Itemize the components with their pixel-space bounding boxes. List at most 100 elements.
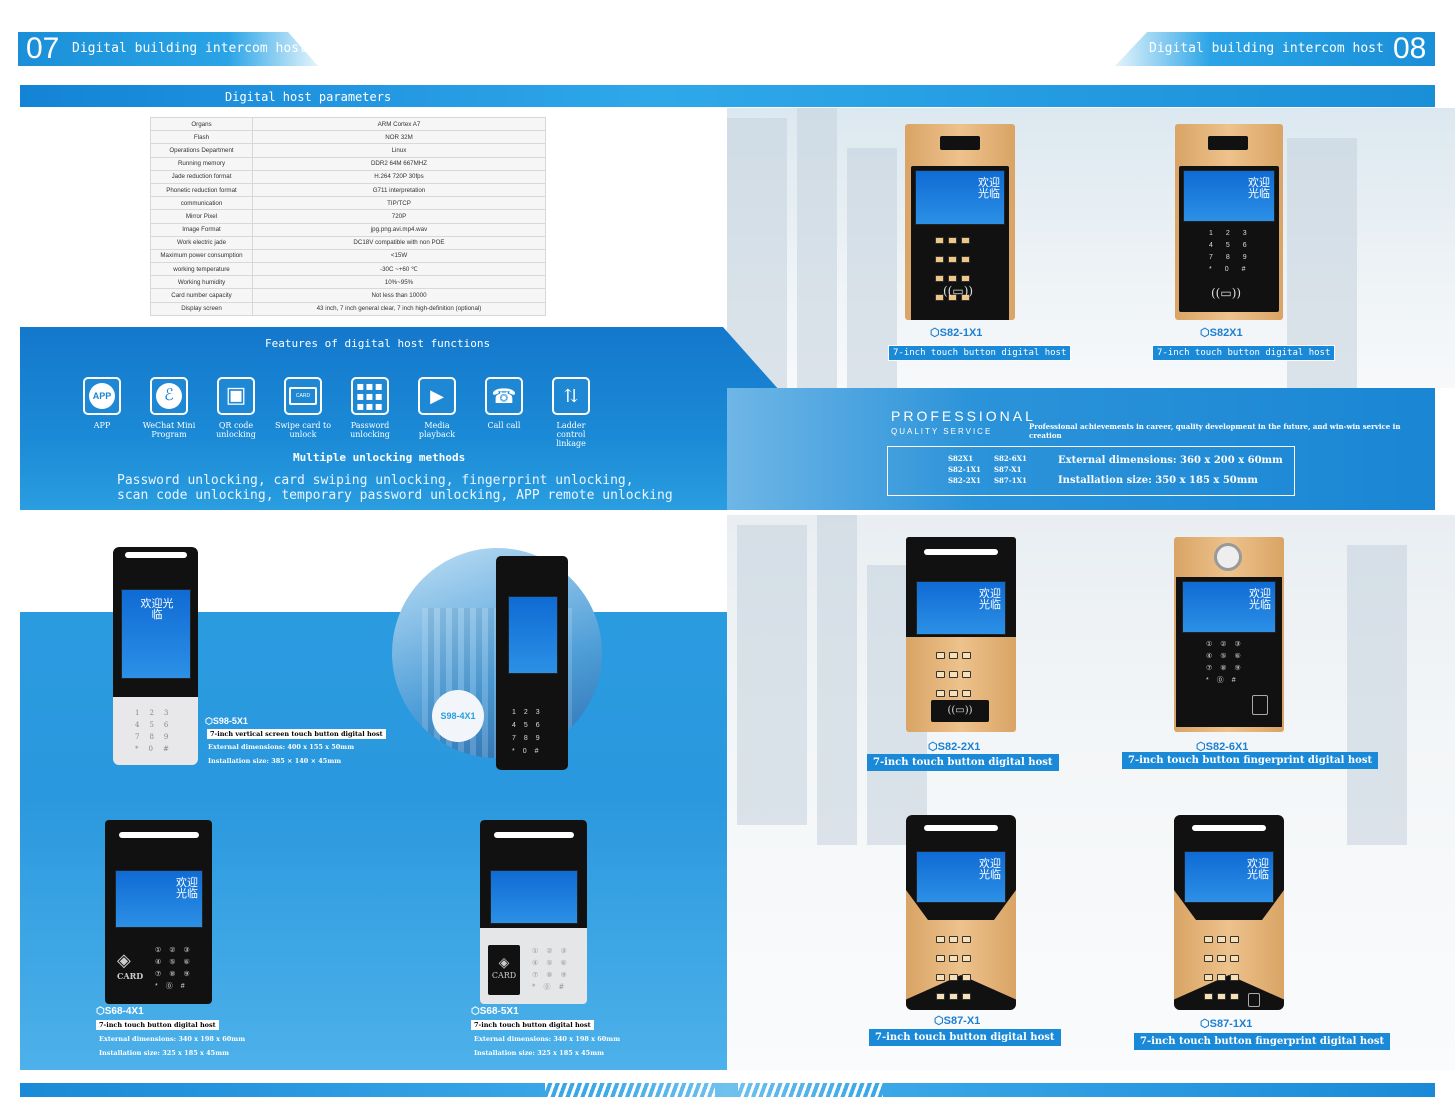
feature-item: ☎ Call call	[474, 377, 534, 448]
param-value: DDR2 64M 667MHZ	[252, 156, 546, 171]
card-icon: CARD	[284, 377, 322, 415]
qr-code-icon: ▣	[217, 377, 255, 415]
screen-welcome: 欢迎光临	[1247, 857, 1269, 881]
product-name-s87-1x1: ⬡S87-1X1	[1200, 1018, 1253, 1030]
param-key: Image Format	[150, 222, 253, 237]
param-value: H.264 720P 30fps	[252, 169, 546, 184]
param-key: Flash	[150, 130, 253, 145]
param-value: TIP/TCP	[252, 196, 546, 211]
param-key: Mirror Pixel	[150, 209, 253, 224]
methods-title: Multiple unlocking methods	[293, 451, 466, 464]
page-title-right: Digital building intercom host	[1149, 41, 1384, 56]
param-value: DC18V compatible with non POE	[252, 235, 546, 250]
screen-welcome: 欢迎光临	[979, 857, 1001, 881]
product-desc-s87-x1: 7-inch touch button digital host	[869, 1029, 1061, 1046]
param-value: 720P	[252, 209, 546, 224]
page-title-left: Digital building intercom host	[72, 41, 307, 56]
product-name-s98-4x1: S98-4X1	[432, 690, 484, 742]
page-number-right: 08	[1393, 32, 1427, 65]
param-value: jpg.png.avi.mp4.wav	[252, 222, 546, 237]
card-reader: ◈CARD	[488, 945, 520, 995]
features-title: Features of digital host functions	[265, 337, 491, 350]
param-value: 10%~95%	[252, 275, 546, 290]
param-key: Maximum power consumption	[150, 248, 253, 264]
fingerprint-reader	[1248, 993, 1260, 1007]
card-reader: ◈CARD	[117, 950, 144, 981]
section-band: Digital host parameters	[20, 85, 1435, 107]
professional-tagline: Professional achievements in career, qua…	[1029, 422, 1401, 440]
feature-label: Ladder control linkage	[556, 421, 586, 448]
fingerprint-reader	[1252, 695, 1268, 715]
product-name-s98-5x1: ⬡S98-5X1	[205, 716, 248, 726]
param-key: Work electric jade	[150, 235, 253, 250]
product-image-s82-1x1: 欢迎光临 ((▭))	[905, 124, 1015, 320]
product-desc-s82-1x1: 7-inch touch button digital host	[888, 345, 1072, 361]
param-key: Running memory	[150, 156, 253, 171]
product-desc-s82x1: 7-inch touch button digital host	[1152, 345, 1336, 361]
elevator-icon: ⇅	[552, 377, 590, 415]
product-desc-s68-4x1: 7-inch touch button digital host	[96, 1020, 219, 1030]
feature-label: Media playback	[418, 421, 456, 439]
wechat-mini-program-icon: ℰ	[150, 377, 188, 415]
phone-icon: ☎	[485, 377, 523, 415]
nfc-icon: ((▭))	[943, 284, 974, 298]
spec-external: External dimensions: 360 x 200 x 60mm	[1058, 455, 1283, 466]
nfc-icon: ((▭))	[931, 700, 989, 722]
play-icon: ▶	[418, 377, 456, 415]
model-code: S82X1	[948, 454, 974, 463]
product-inst-s68-4x1: Installation size: 325 x 185 x 45mm	[99, 1049, 229, 1057]
params-title: Digital host parameters	[225, 90, 392, 104]
feature-item: ℰ WeChat Mini Program	[139, 377, 199, 448]
feature-label: WeChat Mini Program	[142, 421, 196, 439]
feature-item: ▪▪▪▪▪▪▪▪▪Password unlocking	[340, 377, 400, 448]
model-code: S82-2X1	[948, 476, 981, 485]
screen-welcome: 欢迎光临	[140, 597, 174, 621]
params-row: Maximum power consumption<15W	[150, 248, 546, 264]
screen-welcome: 欢迎光临	[1249, 587, 1271, 611]
product-inst-s68-5x1: Installation size: 325 x 185 x 45mm	[474, 1049, 604, 1057]
model-code: S82-1X1	[948, 465, 981, 474]
model-code: S87-1X1	[994, 476, 1027, 485]
param-key: Card number capacity	[150, 288, 253, 303]
professional-subtitle: QUALITY SERVICE	[891, 427, 993, 436]
feature-label: APP	[93, 421, 111, 430]
product-name-s82x1: ⬡S82X1	[1200, 327, 1243, 339]
product-image-s82-2x1: 欢迎光临 ((▭))	[906, 537, 1016, 732]
param-value: G711 interpretation	[252, 182, 546, 198]
header-tab-right: Digital building intercom host 08	[1115, 32, 1435, 66]
product-image-s87-x1: 欢迎光临	[906, 815, 1016, 1010]
model-code: S82-6X1	[994, 454, 1027, 463]
footer-band	[20, 1083, 1435, 1097]
param-key: working temperature	[150, 262, 253, 277]
param-key: Operations Department	[150, 143, 253, 158]
param-value: ARM Cortex A7	[252, 116, 546, 132]
screen-welcome: 欢迎光临	[1248, 176, 1270, 200]
building-photo-bottom	[727, 515, 1455, 1070]
product-name-s68-4x1: ⬡S68-4X1	[96, 1006, 144, 1017]
professional-band: PROFESSIONAL QUALITY SERVICE Professiona…	[727, 388, 1435, 510]
screen-welcome: 欢迎光临	[176, 876, 198, 900]
feature-label: QR code unlocking	[216, 421, 256, 439]
building-photo-top	[727, 108, 1455, 388]
param-value: Not less than 10000	[252, 288, 546, 303]
model-code: S87-X1	[994, 465, 1022, 474]
product-ext-s68-5x1: External dimensions: 340 x 198 x 60mm	[474, 1035, 621, 1043]
feature-label: Call call	[487, 421, 521, 430]
param-key: Jade reduction format	[150, 169, 253, 184]
product-name-s82-1x1: ⬡S82-1X1	[930, 327, 983, 339]
product-desc-s82-2x1: 7-inch touch button digital host	[867, 754, 1059, 771]
